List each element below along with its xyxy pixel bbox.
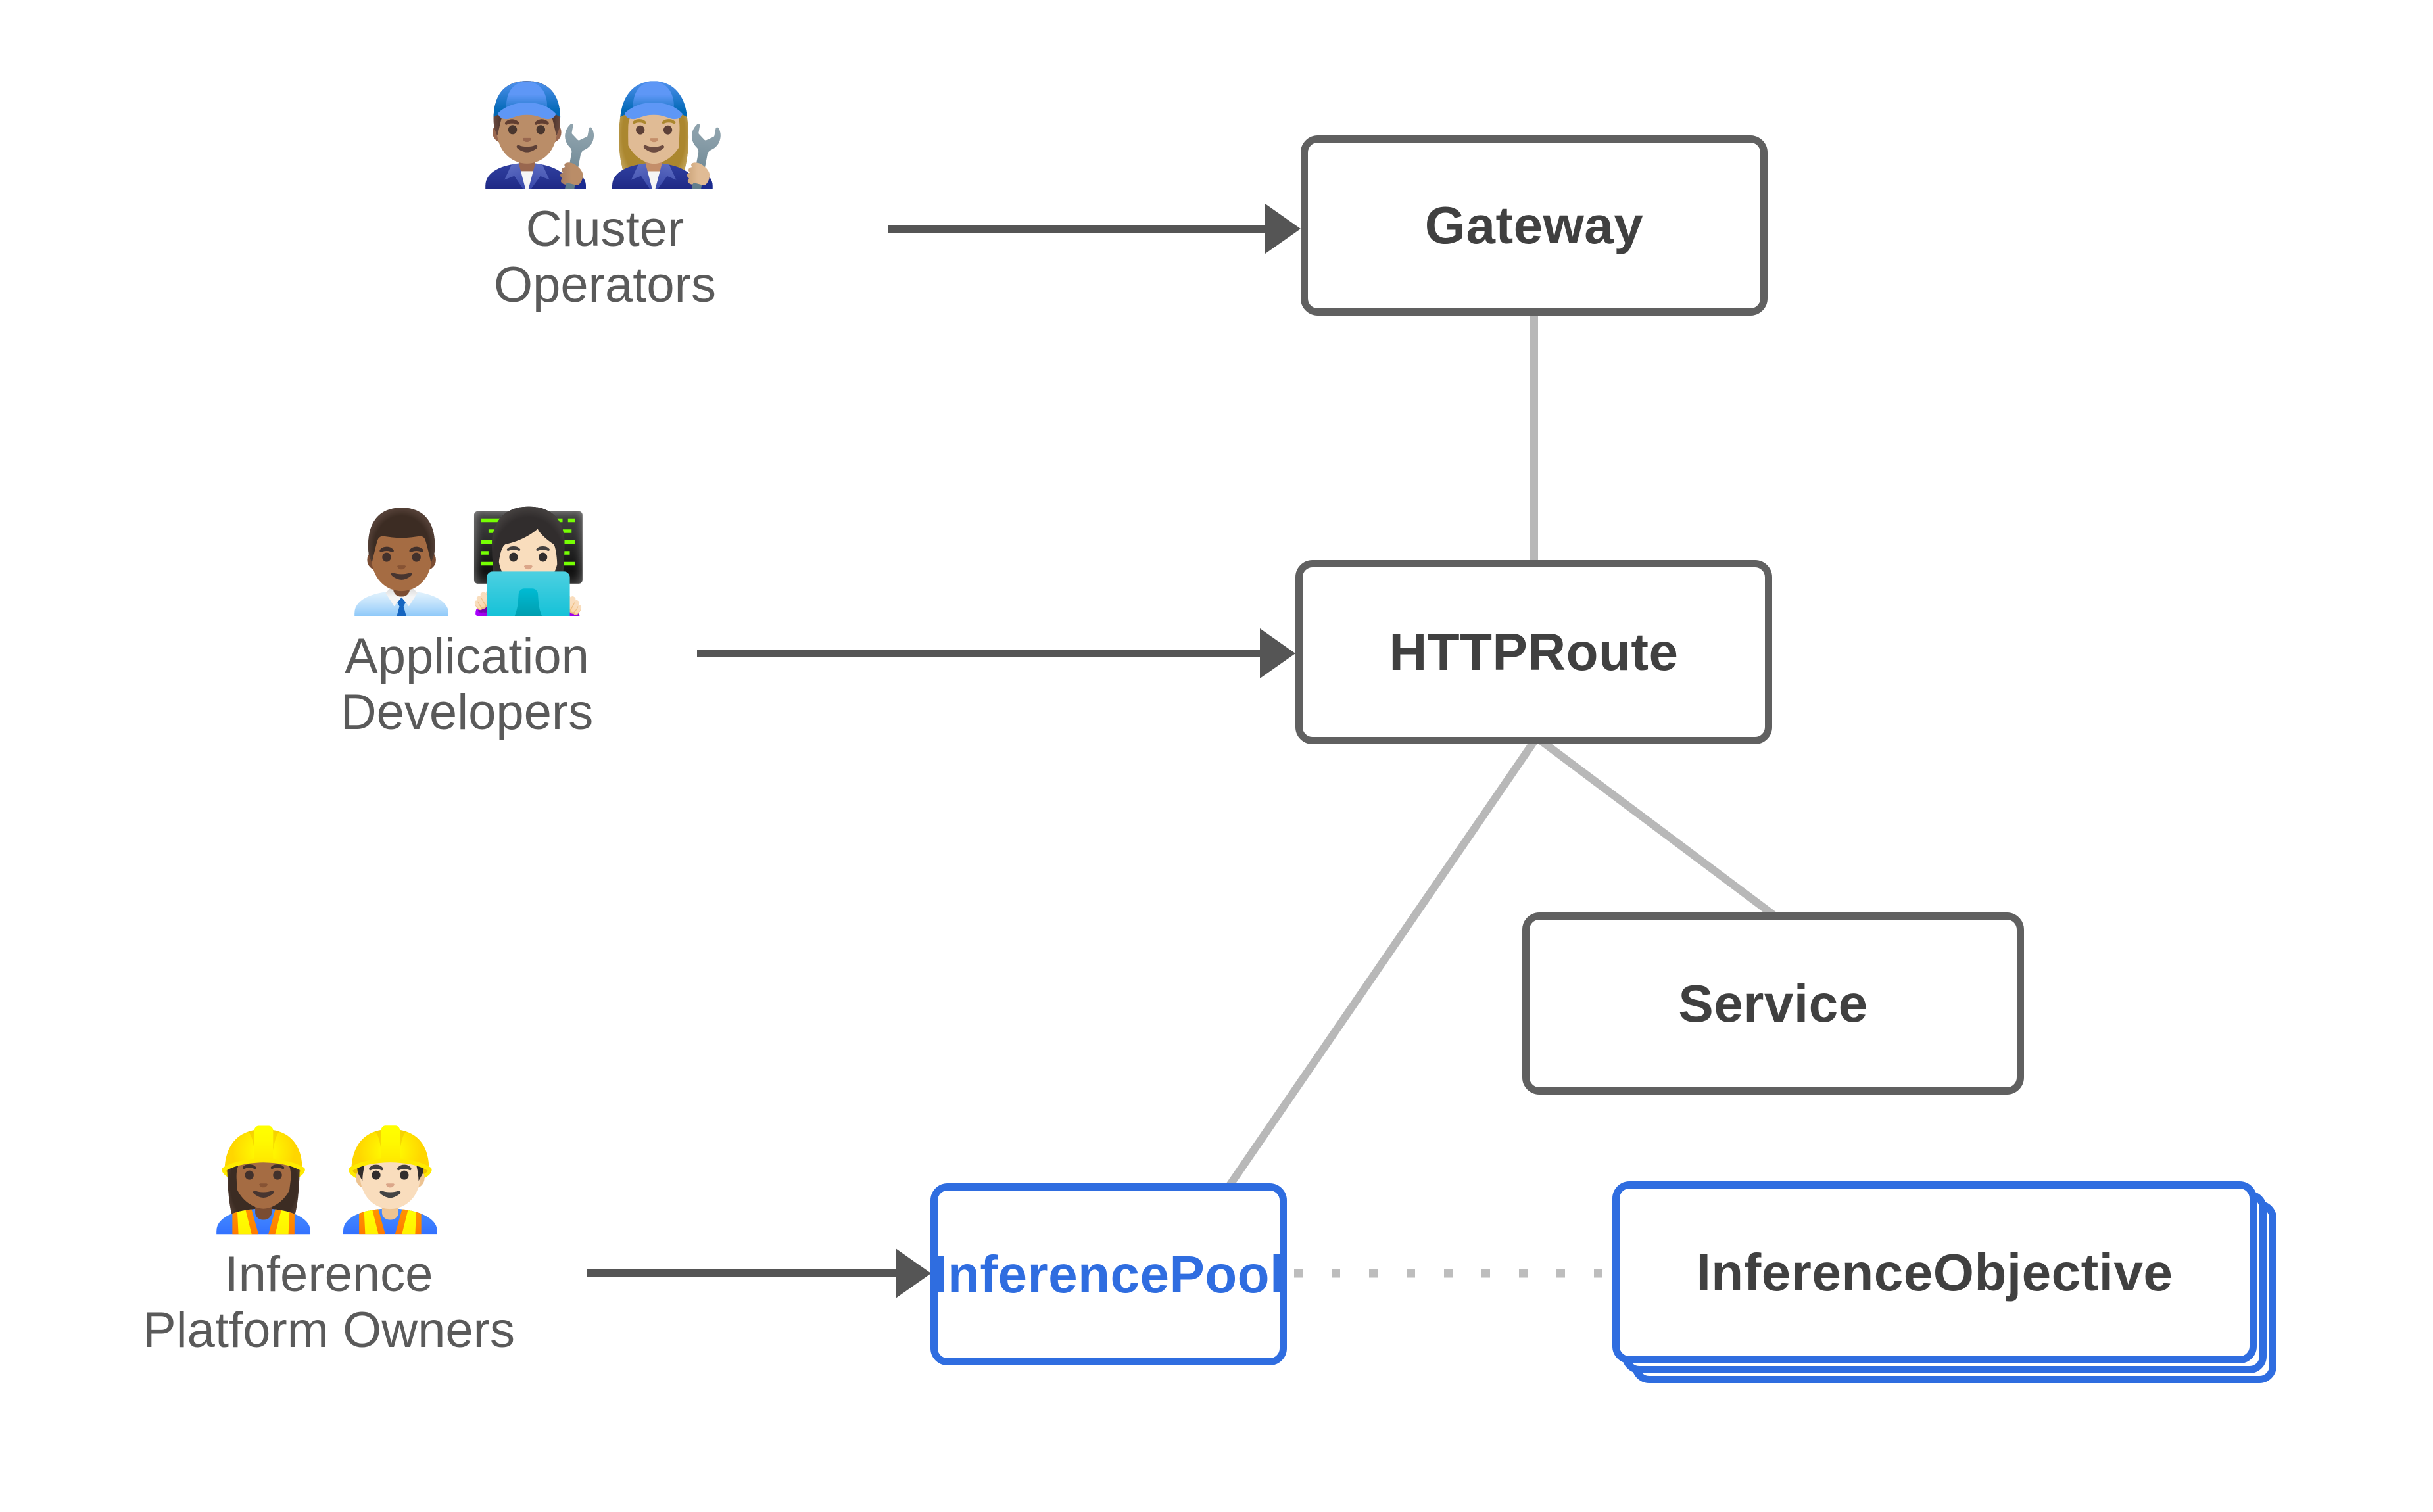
node-service-label: Service bbox=[1678, 974, 1868, 1033]
node-inferencepool-label: InferencePool bbox=[932, 1244, 1285, 1304]
node-httproute[interactable]: HTTPRoute bbox=[1295, 560, 1772, 744]
cluster-operators-emoji-icon: 👨🏽‍🔧👩🏼‍🔧 bbox=[478, 78, 732, 192]
arrow-inference-platform-owners-to-inferencepool bbox=[587, 1248, 931, 1298]
application-developers-label: Application Developers bbox=[340, 628, 594, 741]
cluster-operators-label: Cluster Operators bbox=[494, 201, 716, 314]
node-inferencepool[interactable]: InferencePool bbox=[930, 1183, 1287, 1365]
arrow-cluster-operators-to-gateway bbox=[888, 204, 1301, 254]
node-gateway[interactable]: Gateway bbox=[1301, 135, 1768, 316]
application-developers-emoji-icon: 👨🏾‍💼👩🏻‍💻 bbox=[340, 505, 594, 619]
node-inferenceobjective-label: InferenceObjective bbox=[1696, 1242, 2173, 1302]
inferenceobjective-card-front[interactable]: InferenceObjective bbox=[1612, 1181, 2257, 1363]
node-gateway-label: Gateway bbox=[1424, 196, 1644, 254]
inference-platform-owners-emoji-icon: 👷🏾‍♀️👷🏻‍♂️ bbox=[202, 1123, 456, 1237]
inference-platform-owners-label: Inference Platform Owners bbox=[143, 1246, 515, 1359]
persona-application-developers: 👨🏾‍💼👩🏻‍💻 Application Developers bbox=[283, 513, 651, 740]
persona-cluster-operators: 👨🏽‍🔧👩🏼‍🔧 Cluster Operators bbox=[421, 85, 789, 313]
edge-httproute-inferencepool bbox=[1225, 735, 1540, 1190]
arrow-application-developers-to-httproute bbox=[697, 628, 1295, 678]
edge-httproute-service bbox=[1534, 734, 1778, 920]
node-httproute-label: HTTPRoute bbox=[1389, 623, 1679, 681]
node-service[interactable]: Service bbox=[1522, 912, 2024, 1095]
node-inferenceobjective[interactable]: InferenceObjective bbox=[1612, 1181, 2296, 1398]
persona-inference-platform-owners: 👷🏾‍♀️👷🏻‍♂️ Inference Platform Owners bbox=[92, 1131, 566, 1358]
